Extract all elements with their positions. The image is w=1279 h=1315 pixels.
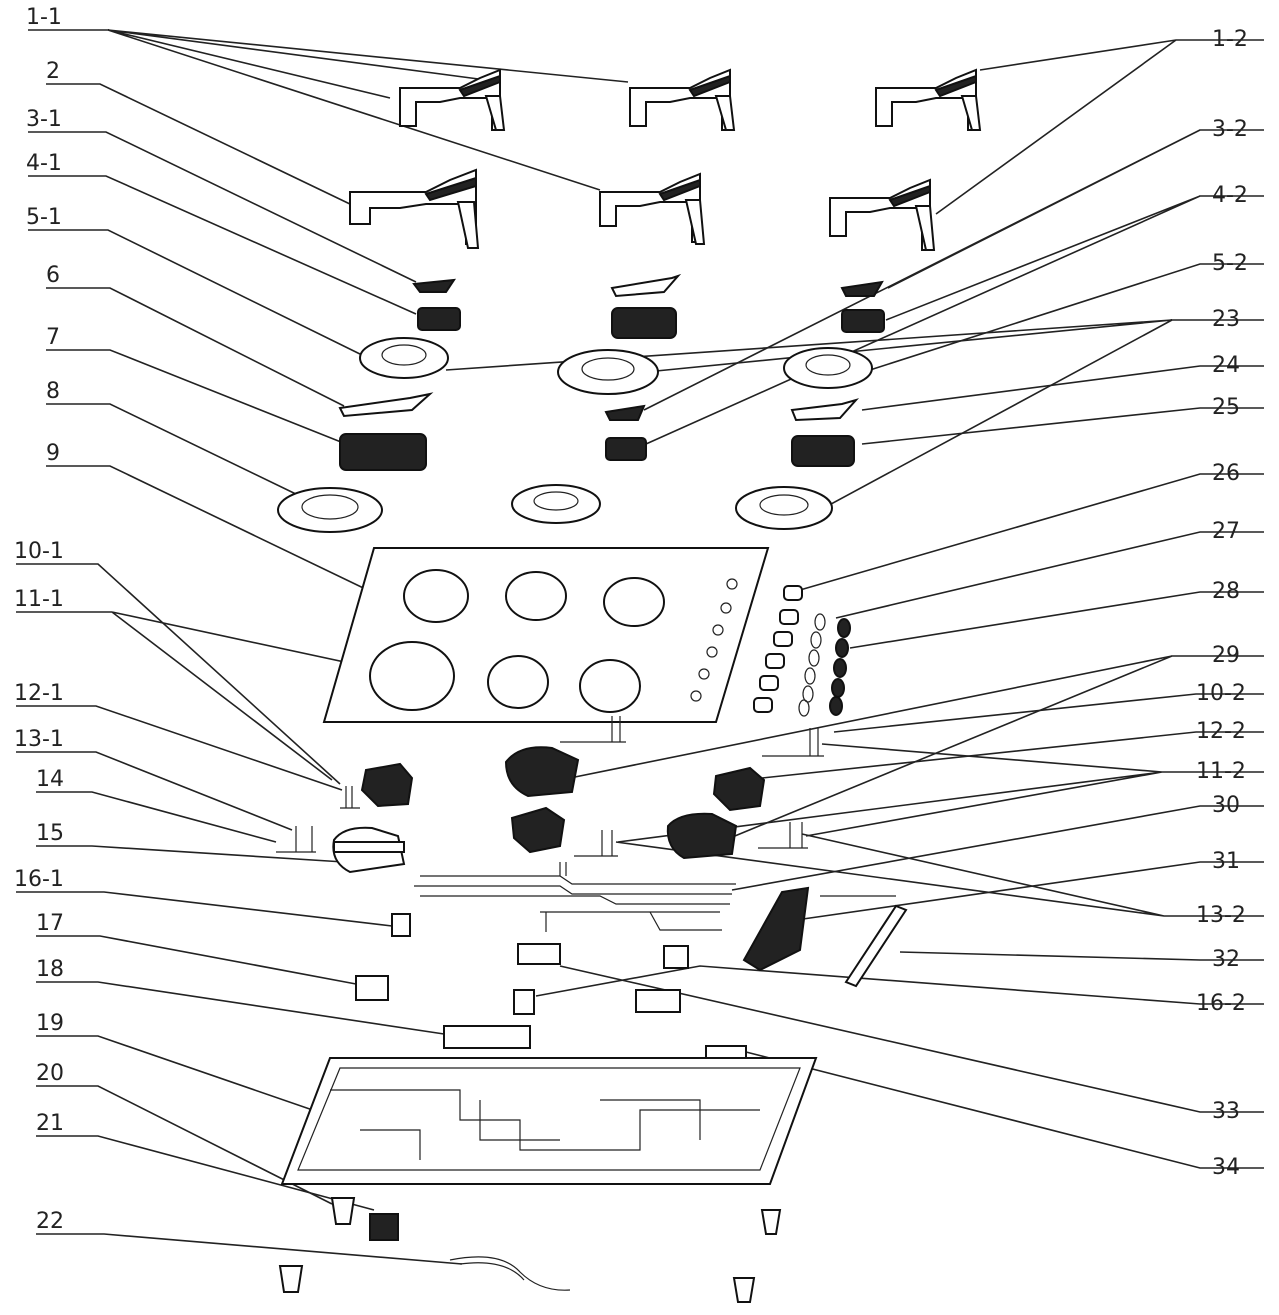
module-16-1	[391, 913, 411, 937]
burner-plate-mid	[511, 484, 601, 524]
module-18	[443, 1025, 531, 1049]
label-21: 21	[36, 1111, 64, 1136]
pan-support-1-1-c	[599, 172, 706, 245]
bracket-33	[635, 989, 681, 1013]
pan-support-1-2-a	[875, 68, 982, 131]
label-3-1: 3-1	[26, 107, 62, 132]
label-18: 18	[36, 957, 64, 982]
burner-head-7	[339, 433, 427, 471]
label-8: 8	[46, 379, 60, 404]
label-16-1: 16-1	[14, 867, 64, 892]
burner-cap-6	[338, 392, 434, 418]
foot-right-bottom	[732, 1277, 756, 1303]
valve-center-top	[504, 746, 580, 798]
burner-plate-23-right	[735, 486, 833, 530]
pan-support-1-1-a	[399, 68, 506, 131]
gas-valves	[332, 746, 766, 874]
burner-plate-5-2	[783, 347, 873, 389]
label-14: 14	[36, 767, 64, 792]
valve-right-top	[712, 766, 766, 812]
burner-cap-3-1	[412, 278, 457, 293]
burner-cap-24	[790, 398, 860, 422]
power-cord-22	[449, 1256, 571, 1291]
burner-cap-center-top	[610, 273, 682, 298]
label-11-1: 11-1	[14, 587, 64, 612]
modules	[355, 913, 747, 1065]
burner-cap-center-small	[604, 404, 646, 421]
label-1-1: 1-1	[26, 5, 62, 30]
bracket-upper	[517, 943, 561, 965]
label-9: 9	[46, 441, 60, 466]
burner-plate-5-1	[359, 337, 449, 379]
switch-21	[369, 1213, 399, 1241]
burner-plate-8	[277, 487, 383, 533]
bottom-tray	[280, 1057, 818, 1185]
pan-support-2	[349, 168, 480, 249]
valve-right-bottom	[666, 812, 738, 860]
pan-supports	[349, 68, 982, 251]
burner-head-25	[791, 435, 855, 467]
gas-manifold	[742, 886, 908, 988]
leader-lines-left	[16, 29, 629, 1265]
label-10-1: 10-1	[14, 539, 64, 564]
label-13-1: 13-1	[14, 727, 64, 752]
labels-left: 1-1 2 3-1 4-1 5-1 6 7 8 9 10-1 11-1 12-1…	[14, 5, 64, 1234]
igniters	[276, 716, 824, 857]
module-16-2b	[513, 989, 535, 1015]
valve-left-top	[360, 762, 414, 808]
label-15: 15	[36, 821, 64, 846]
gas-pipes	[414, 862, 736, 932]
burner-plate-23-center	[557, 349, 659, 395]
labels-right: 1-2 3-2 4-2 5-2 23 24 25 26 27 28 29 10-…	[1196, 27, 1248, 1180]
label-19: 19	[36, 1011, 64, 1036]
label-4-1: 4-1	[26, 151, 62, 176]
burner-parts	[277, 273, 885, 533]
burner-cap-3-2	[840, 280, 884, 297]
burner-head-center-top	[611, 307, 677, 339]
burner-head-4-2	[841, 309, 885, 333]
foot-left-bottom	[278, 1265, 304, 1293]
pan-support-1-1-b	[629, 68, 736, 131]
burner-head-4-1	[417, 307, 461, 331]
cooktop-panel	[322, 547, 770, 723]
burner-head-center-small	[605, 437, 647, 461]
label-20: 20	[36, 1061, 64, 1086]
feet-and-cord	[278, 1197, 782, 1303]
label-6: 6	[46, 263, 60, 288]
valve-center-bottom	[510, 806, 566, 854]
pan-support-1-2-b	[829, 178, 936, 251]
label-22: 22	[36, 1209, 64, 1234]
label-2: 2	[46, 59, 60, 84]
foot-20	[330, 1197, 356, 1225]
label-17: 17	[36, 911, 64, 936]
module-17	[355, 975, 389, 1001]
foot-right-top	[760, 1209, 782, 1235]
label-12-1: 12-1	[14, 681, 64, 706]
control-knobs	[753, 585, 851, 717]
label-5-1: 5-1	[26, 205, 62, 230]
leader-lines-right	[445, 39, 1264, 1169]
label-7: 7	[46, 325, 60, 350]
module-16-2a	[663, 945, 689, 969]
